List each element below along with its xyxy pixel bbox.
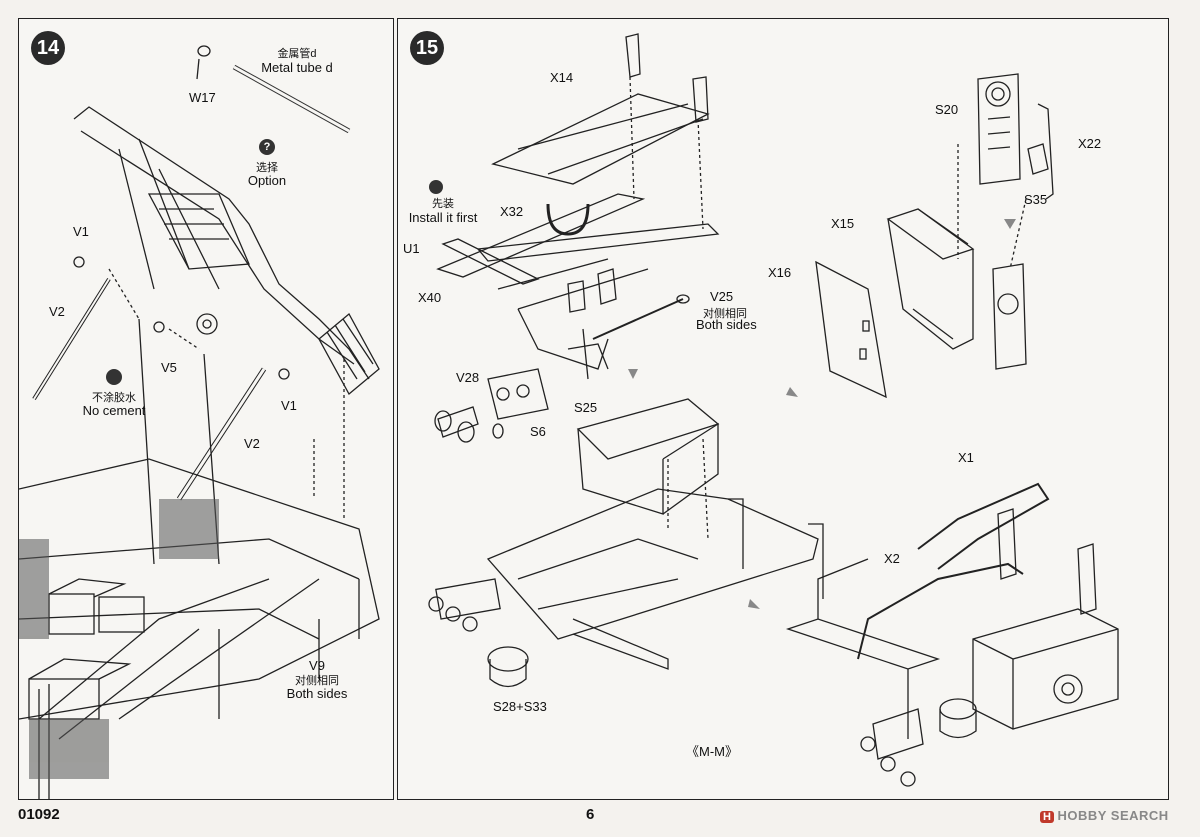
- label-u1: U1: [403, 241, 420, 256]
- step-number-badge: 14: [31, 31, 65, 65]
- label-x32: X32: [500, 204, 524, 219]
- label-no-cement-cn: 不涂胶水: [92, 392, 136, 404]
- step-14-assembly-drawing: [19, 45, 380, 799]
- label-v1-right: V1: [281, 398, 297, 413]
- label-s28-s33: S28+S33: [493, 699, 547, 714]
- label-v25-both-sides: Both sides: [696, 317, 757, 332]
- option-icon: ?: [263, 141, 271, 153]
- label-s35: S35: [1024, 192, 1048, 207]
- kit-code: 01092: [18, 806, 60, 823]
- label-install-first: Install it first: [408, 210, 478, 225]
- label-v1-left: V1: [73, 224, 89, 239]
- step-number-badge: 15: [410, 31, 444, 65]
- label-view-mm: 《M-M》: [686, 744, 738, 759]
- watermark-text: HOBBY SEARCH: [1057, 808, 1169, 823]
- label-option-cn: 选择: [256, 162, 278, 174]
- label-v9: V9: [309, 658, 325, 673]
- label-x14: X14: [550, 70, 574, 85]
- label-s6: S6: [530, 424, 546, 439]
- step-14-panel: 14: [18, 18, 394, 800]
- page-number: 6: [586, 806, 595, 823]
- label-s25: S25: [574, 400, 598, 415]
- label-x22: X22: [1078, 136, 1102, 151]
- label-s20: S20: [935, 102, 959, 117]
- label-x15: X15: [831, 216, 855, 231]
- label-metal-tube: Metal tube d: [261, 60, 333, 75]
- label-metal-tube-cn: 金属管d: [277, 48, 317, 60]
- label-v2-left: V2: [49, 304, 65, 319]
- label-v5: V5: [161, 360, 177, 375]
- label-v9-both-sides: Both sides: [286, 686, 348, 701]
- label-x40: X40: [418, 290, 442, 305]
- step-15-panel: 15: [397, 18, 1169, 800]
- label-v28: V28: [456, 370, 480, 385]
- label-v25-both-sides-cn: 对侧相同: [703, 308, 747, 320]
- label-x2: X2: [884, 551, 900, 566]
- label-x16: X16: [768, 265, 792, 280]
- label-no-cement: No cement: [82, 403, 146, 418]
- label-v9-both-sides-cn: 对侧相同: [295, 675, 339, 687]
- label-x1: X1: [958, 450, 974, 465]
- label-option: Option: [247, 173, 287, 188]
- label-v25: V25: [710, 289, 734, 304]
- step-15-assembly-drawing: [428, 33, 1119, 787]
- label-install-first-cn: 先装: [432, 198, 454, 210]
- label-w17: W17: [189, 90, 216, 105]
- label-v2-right: V2: [244, 436, 260, 451]
- watermark-badge: H: [1040, 811, 1055, 823]
